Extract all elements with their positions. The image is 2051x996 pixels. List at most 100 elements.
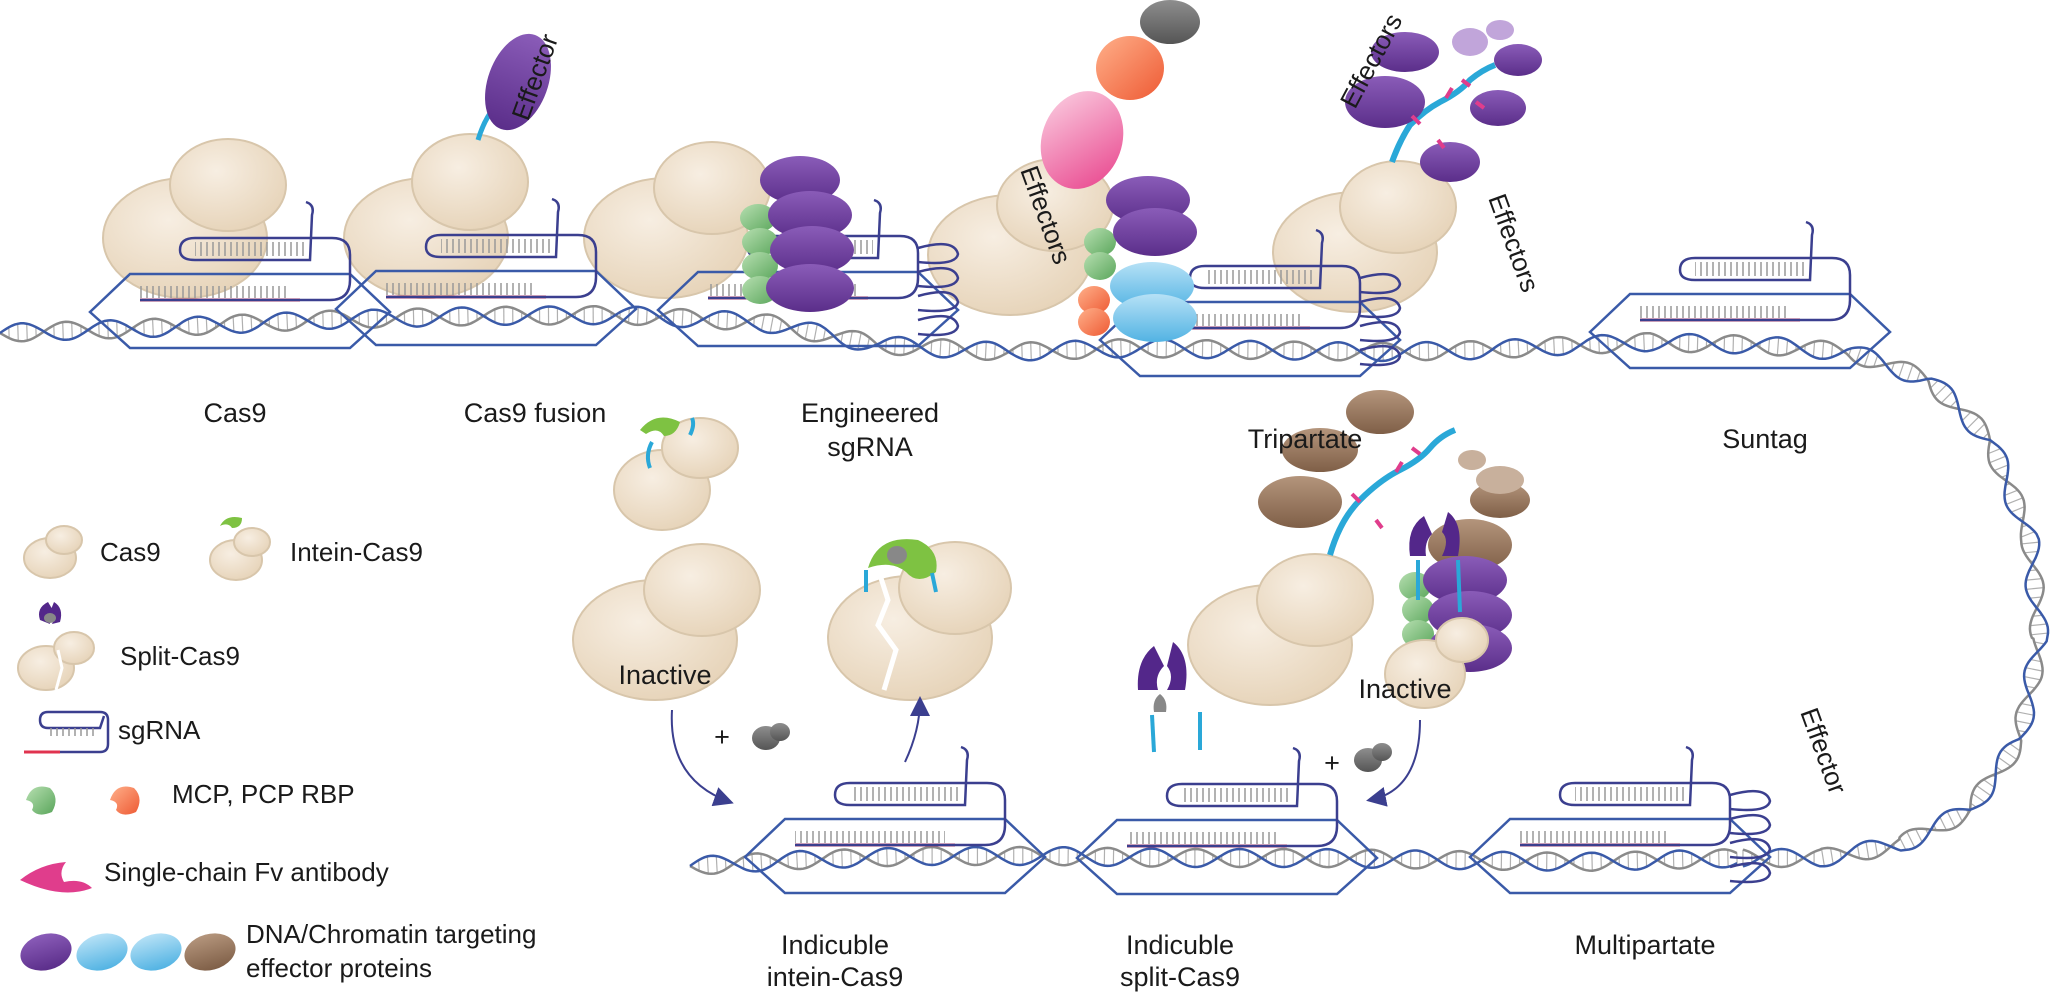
sgrna-stem <box>1205 270 1315 284</box>
dna-rung <box>822 328 827 341</box>
dna-rung <box>930 341 933 354</box>
dna-rung <box>724 859 727 870</box>
dna-rung <box>1111 340 1113 357</box>
dna-rung <box>2005 497 2024 506</box>
dna-rung <box>1821 340 1825 359</box>
dna-rung <box>2025 587 2044 590</box>
sgrna-aptamer-loop <box>1729 861 1772 884</box>
dna-rung <box>1976 784 1992 797</box>
dna-bubble <box>334 269 638 347</box>
sgrna-scaffold <box>795 745 1007 847</box>
dna-rung <box>1873 355 1879 367</box>
label-inducible-split-line2: split-Cas9 <box>1119 962 1241 992</box>
dna-rung <box>2025 667 2043 672</box>
dna-rung <box>2024 676 2041 681</box>
sgrna-aptamer-loop <box>1729 789 1772 812</box>
bubble-multipartate <box>1468 745 1772 895</box>
dna-rung <box>1940 390 1954 404</box>
label-inactive-split: Inactive <box>1358 674 1452 704</box>
dna-rung <box>886 848 888 867</box>
legend-sgrna-label: sgRNA <box>118 715 201 745</box>
dna-rung <box>1874 841 1879 857</box>
dna-bubble <box>1075 818 1379 896</box>
dna-rung <box>241 314 244 333</box>
dna-rung <box>1865 841 1870 860</box>
active-intein-released <box>864 539 938 593</box>
dna-rung <box>796 324 800 334</box>
dna-rung <box>1526 342 1529 354</box>
label-plus-intein: + <box>714 722 730 752</box>
cas9-complex-5 <box>1272 160 1457 313</box>
dna-rung <box>1517 339 1520 357</box>
label-effector-multipartate: Effector <box>1794 704 1853 798</box>
dna-rung <box>778 319 783 332</box>
dna-rung <box>1898 361 1905 379</box>
dna-rung <box>187 318 190 334</box>
dna-rung <box>1508 340 1511 358</box>
inactive-split-cas9 <box>1384 512 1489 709</box>
dna-rung <box>805 851 807 868</box>
sgrna-scaffold <box>386 197 598 299</box>
sgrna-stem <box>1575 787 1685 801</box>
dna-rung <box>1966 416 1980 430</box>
dna-rung <box>2009 743 2021 752</box>
tripartate-rbp-stack <box>1078 176 1197 342</box>
dna-rung <box>2016 711 2035 716</box>
dna-rung <box>1971 792 1986 803</box>
dna-rung <box>715 856 718 874</box>
dna-rung <box>984 341 987 360</box>
label-inducible-intein-line2: intein-Cas9 <box>766 962 904 992</box>
base-pairing <box>386 283 536 295</box>
dna-bubble <box>88 272 392 350</box>
dna-rung <box>706 856 709 874</box>
dna-rung <box>250 316 253 331</box>
cas9-complex-intein <box>572 543 761 701</box>
legend-split-cas9-label: Split-Cas9 <box>120 641 240 671</box>
dna-rung <box>698 860 700 871</box>
dna-rung <box>1066 342 1068 358</box>
dna-lower-strand <box>689 845 1738 876</box>
bubble-intein <box>743 745 1047 895</box>
dna-rung <box>1553 337 1556 355</box>
dna-rung <box>2024 550 2039 554</box>
bubble-split <box>1075 746 1379 896</box>
sgrna-aptamer-loop <box>1359 344 1402 367</box>
dna-rung <box>1785 339 1789 355</box>
dna-rung <box>769 315 774 334</box>
dna-rung <box>840 332 844 343</box>
dna-rung <box>813 323 818 342</box>
base-pairing <box>1127 832 1277 844</box>
dna-rung <box>26 323 28 341</box>
dna-rung <box>760 314 766 331</box>
dna-rung <box>690 311 693 326</box>
dna-bubble <box>1588 292 1892 370</box>
bubble-suntag <box>1588 220 1892 370</box>
legend-scfv-glyph <box>20 862 92 893</box>
dna-rung <box>1997 756 2012 767</box>
dna-rung <box>2010 506 2025 513</box>
label-cas9-fusion: Cas9 fusion <box>463 398 607 428</box>
legend-rbp-glyph <box>26 786 140 815</box>
dna-rung <box>1930 380 1939 389</box>
dna-rung <box>1946 811 1956 828</box>
dna-rung <box>1955 808 1963 822</box>
dna-rung <box>286 312 289 331</box>
dna-rung <box>2004 489 2018 496</box>
legend-split-cas9-glyph <box>17 602 95 691</box>
dna-rung <box>17 323 19 342</box>
dna-rung <box>993 343 996 359</box>
dna-rung <box>1634 336 1636 349</box>
dna-rung <box>1855 347 1862 363</box>
sgrna-aptamer-loop <box>1729 813 1772 836</box>
dna-rung <box>681 309 684 328</box>
legend-intein-cas9-label: Intein-Cas9 <box>290 537 423 567</box>
sgrna-aptamer-loop <box>1359 272 1402 295</box>
dna-rung <box>2030 623 2047 627</box>
dna-rung <box>160 319 163 335</box>
inducer-molecule-1 <box>752 723 790 750</box>
label-inducible-split-line1: Indicuble <box>1125 930 1235 960</box>
dna-rung <box>2030 632 2049 636</box>
label-inducible-intein-line1: Indicuble <box>780 930 890 960</box>
dna-rung <box>1643 333 1645 352</box>
